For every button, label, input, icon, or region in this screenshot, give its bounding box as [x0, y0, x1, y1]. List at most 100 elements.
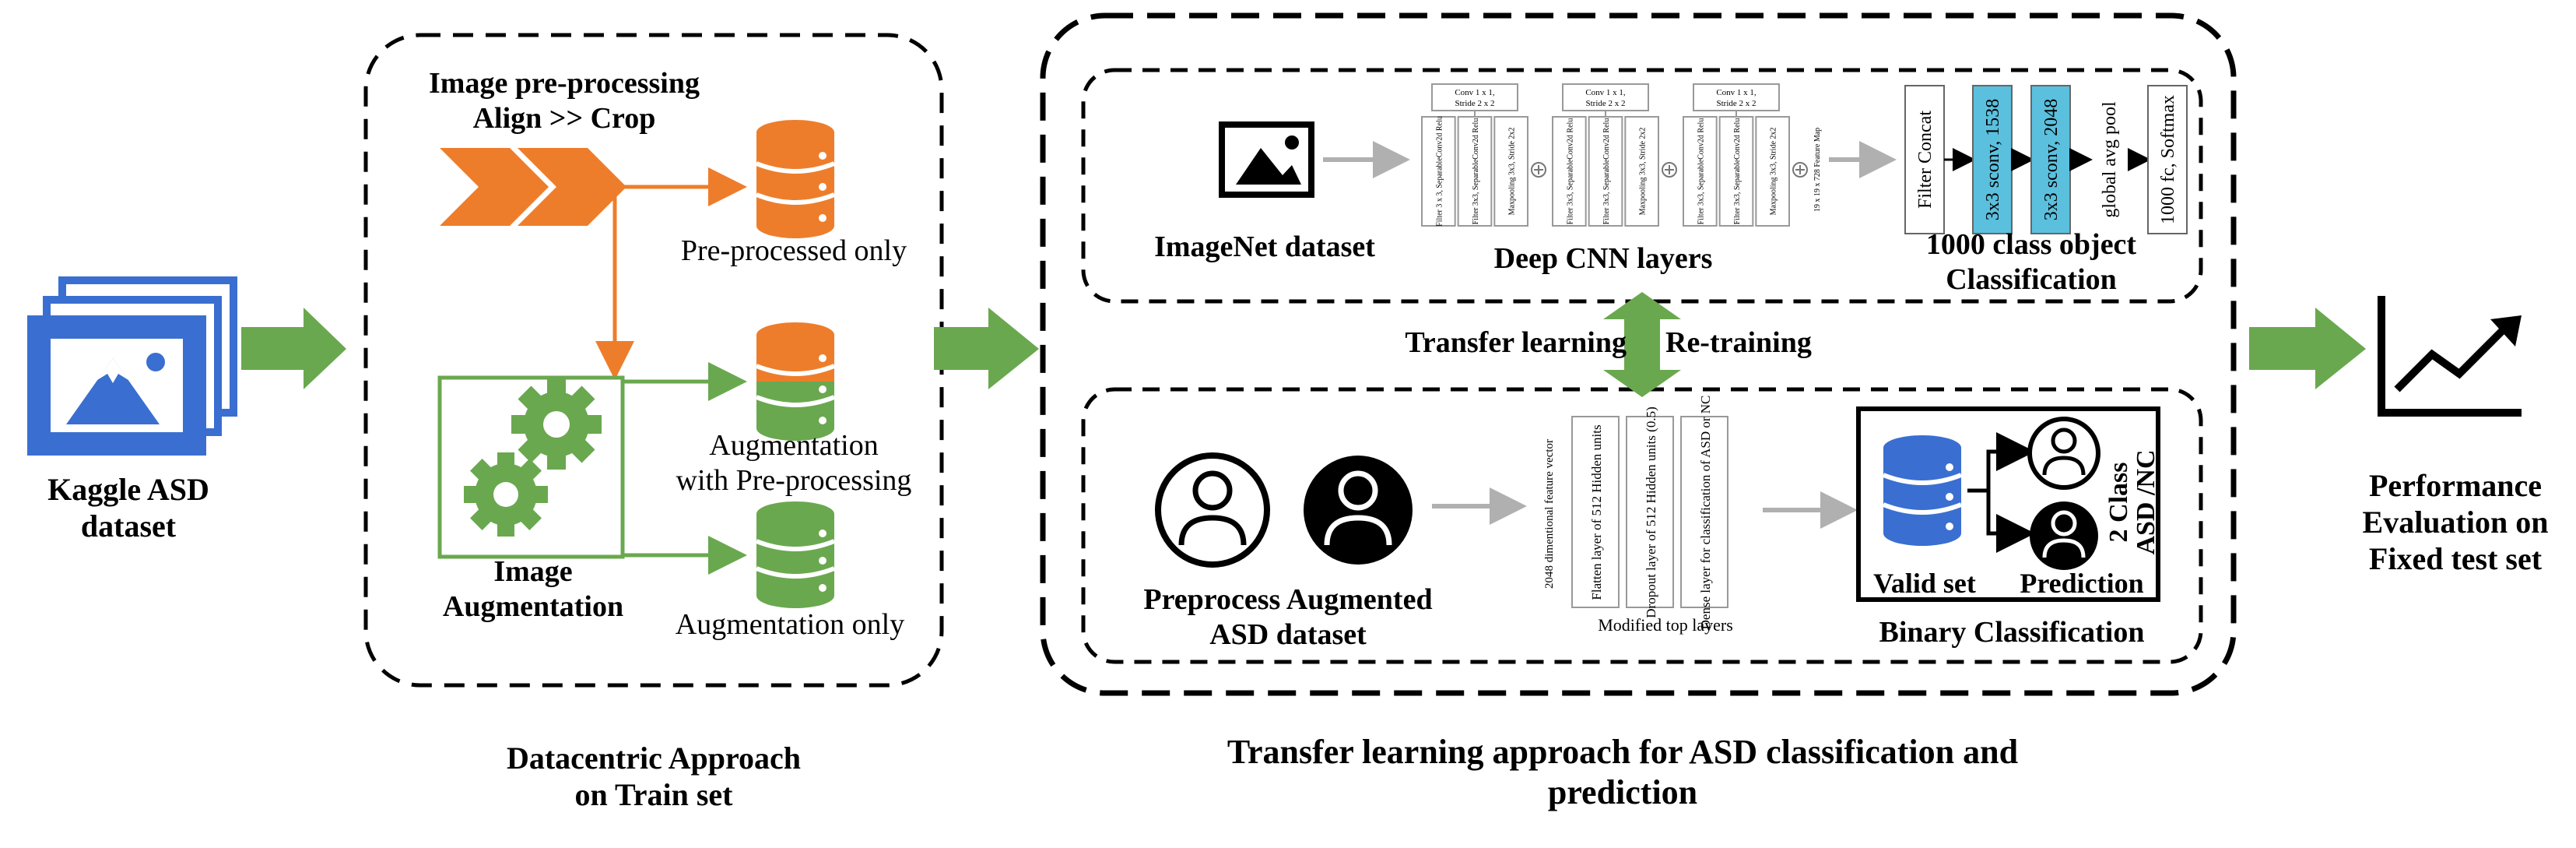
gear-icon-small [464, 452, 548, 537]
cnn-add-node-plus [1665, 165, 1674, 174]
classifier-layer-label: global avg pool [2100, 101, 2120, 218]
asd-dataset-label-line1: Preprocess Augmented [1143, 583, 1433, 616]
cnn-layer-column [1493, 116, 1529, 227]
datacentric-caption-line1: Datacentric Approach [506, 741, 802, 776]
evaluation-label-line3: Fixed test set [2368, 541, 2543, 577]
augmentation-label: Image Augmentation [409, 554, 658, 625]
transfer-double-arrow [1603, 292, 1681, 397]
transfer-outer-box [1040, 12, 2237, 696]
modified-layer-label: Dropout layer of 512 Hidden units (0.5) [1644, 406, 1658, 618]
cnn-block-header [1431, 83, 1518, 111]
cnn-layer-column-label: Filter 3x3, SeparableConv2d Relu [1566, 118, 1574, 225]
cnn-block-header-line1: Conv 1 x 1, [1455, 88, 1495, 97]
cnn-block-header-line2: Stride 2 x 2 [1716, 99, 1756, 108]
chart-arrow-head [2490, 315, 2522, 347]
cnn-layer-column-label: Filter 3x3, SeparableConv2d Relu [1472, 118, 1480, 225]
classification-label-line2: Classification [1946, 262, 2117, 296]
cnn-layer-column [1552, 116, 1587, 227]
output-label-preprocessed: Pre-processed only [680, 234, 907, 267]
preprocess-subtitle-text: Align >> Crop [472, 101, 656, 135]
cnn-block-header-line1: Conv 1 x 1, [1585, 88, 1626, 97]
preprocess-title-text: Image pre-processing [429, 67, 700, 100]
cnn-layer-column-label: Filter 3x3, SeparableConv2d Relu [1697, 118, 1705, 225]
arrow-transfer-to-evaluation [2249, 308, 2366, 389]
image-stack-icon [27, 276, 237, 456]
cnn-block-header-line2: Stride 2 x 2 [1455, 99, 1494, 108]
cnn-layer-column [1718, 116, 1754, 227]
datacentric-caption: Datacentric Approach on Train set [405, 740, 903, 813]
cnn-label: Deep CNN layers [1493, 242, 1713, 275]
output-label-augmented-preprocessed: Augmentation with Pre-processing [646, 428, 942, 498]
classifier-layer-label: 3x3 sconv, 2048 [2041, 99, 2062, 220]
asd-dataset-label: Preprocess Augmented ASD dataset [1105, 582, 1471, 653]
cnn-architecture: Conv 1 x 1, Stride 2 x 2 Filter 3 x 3, Sep… [1421, 83, 1822, 227]
transfer-caption-line2: prediction [1547, 772, 1698, 811]
cnn-layer-column [1588, 116, 1623, 227]
cnn-layer-column-label: Maxpooling 3x3, Stride 2x2 [1770, 128, 1778, 216]
output-label-augmented-preprocessed-line1: Augmentation [709, 429, 879, 462]
person-icon-prediction-outline [2027, 417, 2100, 490]
datacentric-caption-line2: on Train set [574, 777, 733, 813]
cnn-layer-column [1683, 116, 1718, 227]
augmentation-label-line2: Augmentation [442, 589, 624, 623]
person-icon-filled [1304, 456, 1413, 565]
classifier-layer-label: Filter Concat [1915, 111, 1936, 209]
modified-layer-label: Dense layer for classification of ASD or… [1698, 396, 1713, 630]
arrow-datacentric-to-transfer [934, 308, 1039, 389]
database-icon-preprocessed [755, 120, 836, 238]
retraining-label: Re-training [1665, 326, 1812, 359]
classifier-layer-label: 1000 fc, Softmax [2158, 95, 2178, 224]
modified-top-label: Modified top layers [1598, 615, 1733, 635]
person-icon-prediction-filled [2030, 501, 2098, 570]
cnn-layer-column-label: Filter 3 x 3, SeparableConv2d Relu [1435, 116, 1444, 227]
binary-classification-label: Binary Classification [1879, 616, 2145, 649]
output-label-augmented-preprocessed-line2: with Pre-processing [676, 463, 912, 497]
classification-label: 1000 class object Classification [1883, 227, 2179, 297]
cnn-layer-column-label: Filter 3x3, SeparableConv2d Relu [1733, 118, 1742, 225]
person-icon-outline [1155, 452, 1270, 568]
output-label-augmented: Augmentation only [675, 608, 905, 641]
cnn-layer-column-label: Maxpooling 3x3, Stride 2x2 [1639, 128, 1648, 216]
transfer-caption-line1: Transfer learning approach for ASD class… [1227, 733, 2019, 771]
binary-classification-box [1856, 406, 2160, 602]
imagenet-picture-icon [1219, 121, 1314, 198]
transfer-caption: Transfer learning approach for ASD class… [1113, 732, 2132, 813]
class-label-line2: ASD /NC [2132, 449, 2160, 554]
cnn-block-header-line2: Stride 2 x 2 [1585, 99, 1625, 108]
cnn-layer-column [1457, 116, 1493, 227]
cnn-add-node-plus [1795, 165, 1805, 174]
preprocess-routing-arrows [595, 167, 747, 380]
classifier-layer-label: 3x3 sconv, 1538 [1983, 99, 2003, 220]
evaluation-label-line2: Evaluation on [2362, 505, 2549, 540]
cnn-block-header-line1: Conv 1 x 1, [1716, 88, 1757, 97]
classifier-layer-block [2147, 85, 2188, 234]
transfer-learning-label: Transfer learning [1405, 326, 1627, 359]
class-label-line1: 2 Class [2104, 463, 2133, 543]
cnn-add-node-plus [1534, 165, 1543, 174]
classifier-head: Filter Concat 3x3 sconv, 1538 3x3 sconv, 2… [1904, 85, 2188, 234]
feature-map-label: 19 x 19 x 728 Feature Map [1813, 128, 1822, 212]
modified-layer-block [1680, 416, 1728, 608]
augmentation-box [437, 375, 625, 559]
modified-layer-label: Flatten layer of 512 Hidden units [1589, 424, 1604, 600]
database-icon-valid-set [1882, 435, 1963, 546]
asd-dataset-label-line2: ASD dataset [1209, 618, 1367, 651]
cnn-block-header [1693, 83, 1780, 111]
modified-layer-block [1626, 416, 1674, 608]
gear-icon-large [511, 379, 602, 470]
valid-set-label: Valid set [1873, 568, 1976, 599]
imagenet-label: ImageNet dataset [1154, 230, 1375, 263]
arrow-source-to-datacentric [241, 308, 346, 389]
line-chart-icon [2378, 296, 2522, 417]
evaluation-label-line1: Performance [2368, 468, 2543, 503]
modified-top-layers: Flatten layer of 512 Hidden units Dropout… [1571, 396, 1728, 630]
preprocessing-chevron-icon [440, 148, 626, 226]
database-icon-augmented [755, 501, 836, 608]
preprocess-title: Image pre-processing Align >> Crop [389, 66, 739, 136]
cnn-layer-column [1421, 116, 1456, 227]
source-label: Kaggle ASD dataset [16, 471, 241, 544]
modified-layer-block [1571, 416, 1620, 608]
cnn-layer-column [1755, 116, 1790, 227]
augmentation-label-line1: Image [493, 555, 573, 588]
cnn-layer-column [1624, 116, 1659, 227]
